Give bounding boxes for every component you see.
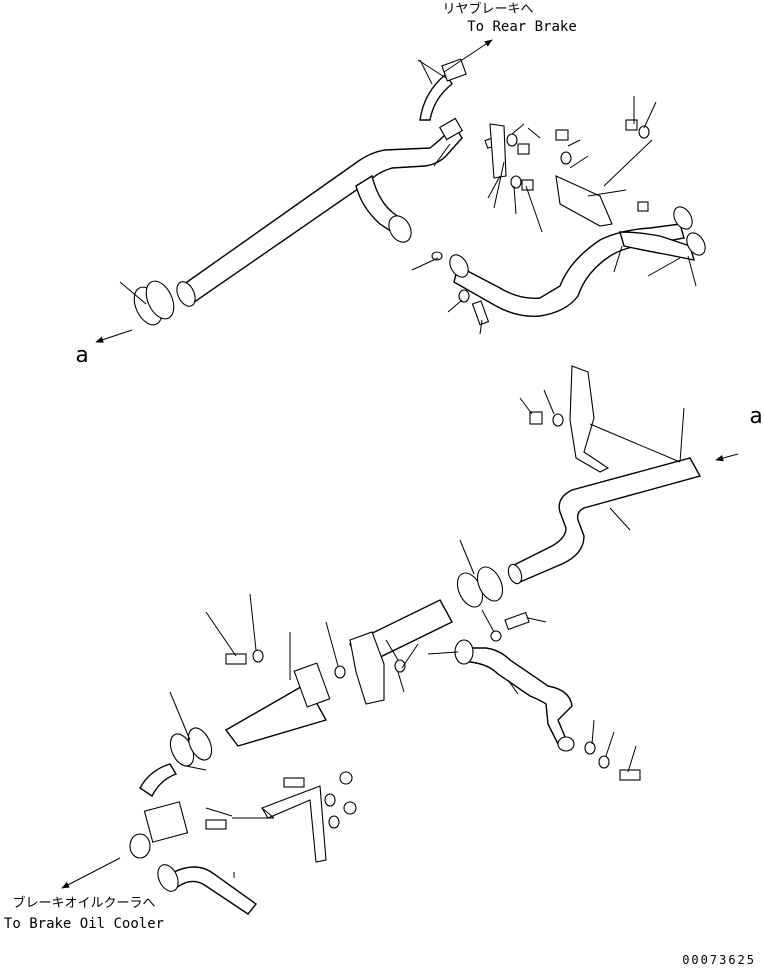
middle-leader-lines xyxy=(459,389,685,575)
upper-bracket-2 xyxy=(555,175,613,227)
middle-coupling xyxy=(456,566,504,608)
elbow-flange xyxy=(438,117,464,141)
upper-pipe-assembly xyxy=(95,39,706,343)
ref-a-left: a xyxy=(75,343,88,368)
mid-flange xyxy=(449,254,469,278)
middle-long-pipe xyxy=(511,457,702,583)
lower-leader-lines xyxy=(169,593,637,878)
middle-pipe-assembly xyxy=(456,365,739,608)
flow-arrow-icon xyxy=(95,329,133,343)
flow-arrow-icon xyxy=(715,453,739,462)
lower-coupling xyxy=(169,727,213,767)
oil-cooler-label-en: To Brake Oil Cooler xyxy=(4,916,164,932)
lower-left-flange xyxy=(293,662,331,708)
lower-hose xyxy=(139,763,178,798)
lower-left-pipe xyxy=(224,683,328,747)
oil-cooler-label-jp: ブレーキオイルクーラへ xyxy=(12,895,155,911)
flow-arrow-icon xyxy=(443,39,493,73)
rear-brake-hose xyxy=(419,72,453,121)
right-flange-2 xyxy=(686,232,706,256)
lower-bracket xyxy=(261,785,327,863)
upper-right-pipe-2 xyxy=(619,231,695,261)
upper-fasteners xyxy=(431,119,650,326)
middle-nut xyxy=(529,411,543,425)
rear-brake-label-jp: リヤブレーキへ xyxy=(442,1,533,17)
upper-leader-lines xyxy=(119,59,697,335)
lower-fasteners xyxy=(205,611,641,830)
lower-square-flange xyxy=(143,801,189,843)
top-flange xyxy=(441,58,467,82)
lower-right-pipe xyxy=(465,647,573,749)
lower-pipe-assembly xyxy=(61,593,641,915)
lower-oring xyxy=(129,833,151,859)
lower-end-flange xyxy=(557,736,575,752)
rear-brake-label-en: To Rear Brake xyxy=(467,19,577,35)
ref-a-right: a xyxy=(749,404,762,429)
middle-bracket xyxy=(569,365,610,473)
right-flange-1 xyxy=(673,206,693,230)
drawing-number: 00073625 xyxy=(682,953,756,967)
flow-arrow-icon xyxy=(61,857,121,889)
upper-main-pipe xyxy=(179,124,463,307)
branch-flange xyxy=(388,215,412,243)
middle-pipe-end xyxy=(507,563,523,585)
lower-tee-block xyxy=(349,631,385,705)
middle-washer xyxy=(552,413,564,427)
oil-cooler-coupling xyxy=(157,864,179,892)
upper-left-coupling xyxy=(133,280,196,326)
oil-cooler-pipe xyxy=(169,866,258,915)
upper-bracket-1 xyxy=(489,123,507,179)
